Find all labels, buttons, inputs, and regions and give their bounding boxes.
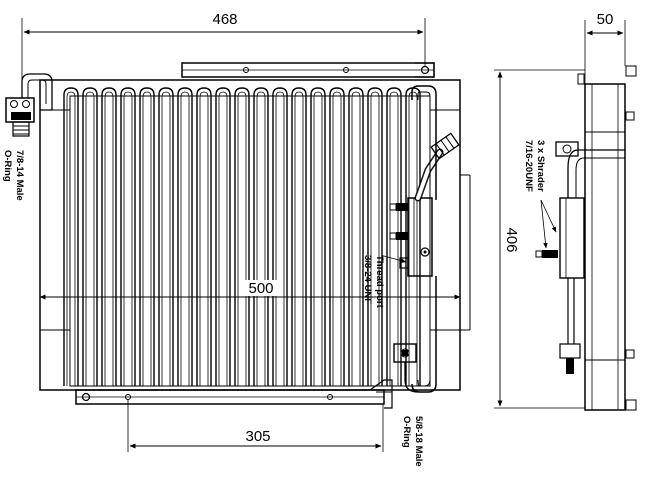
tube-loop xyxy=(310,87,326,386)
tube-loop xyxy=(120,87,136,386)
dimension-50-label: 50 xyxy=(597,11,614,28)
dimension-468-label: 468 xyxy=(212,11,237,28)
svg-text:5/8-18 Male: 5/8-18 Male xyxy=(413,416,424,467)
tube-loop xyxy=(63,87,79,386)
tube-loop-inner xyxy=(180,91,190,386)
svg-text:3 x Shrader: 3 x Shrader xyxy=(535,140,546,192)
side-view-drier xyxy=(535,141,625,374)
tube-loop-inner xyxy=(66,91,76,386)
tube-loop xyxy=(177,87,193,386)
tube-loop-inner xyxy=(351,91,361,386)
tube-loop-inner xyxy=(237,91,247,386)
svg-text:O-Ring: O-Ring xyxy=(401,416,412,448)
tube-loop xyxy=(291,87,307,386)
tube-loop xyxy=(158,87,174,386)
tube-loop-inner xyxy=(161,91,171,386)
tube-loop-inner xyxy=(275,91,285,386)
tube-loop xyxy=(386,87,402,386)
tube-loop xyxy=(82,87,98,386)
svg-text:Thread port: Thread port xyxy=(374,255,385,309)
tube-loop xyxy=(367,87,383,386)
tube-loop xyxy=(215,87,231,386)
top-bracket xyxy=(181,62,435,78)
svg-text:7/16-20UNF: 7/16-20UNF xyxy=(523,140,534,192)
bottom-bracket xyxy=(75,379,393,409)
tube-loop-inner xyxy=(123,91,133,386)
shrader-note: 3 x Shrader 7/16-20UNF xyxy=(523,140,546,192)
tube-loop xyxy=(101,87,117,386)
dimension-height: 406 xyxy=(494,69,585,409)
tube-loop xyxy=(348,87,364,386)
outlet-fitting-note: 5/8-18 Male O-Ring xyxy=(401,416,424,467)
tube-loop xyxy=(253,87,269,386)
schrader-valve xyxy=(389,203,408,211)
tube-loop-inner xyxy=(256,91,266,386)
dimension-305-label: 305 xyxy=(245,428,270,445)
thread-port-note: Thread port 3/8-24 UNF xyxy=(362,255,385,309)
svg-text:7/8-14 Male: 7/8-14 Male xyxy=(14,150,25,201)
inlet-fitting-note: 7/8-14 Male O-Ring xyxy=(2,150,25,201)
dimension-500-label: 500 xyxy=(248,280,273,297)
tube-loop xyxy=(139,87,155,386)
front-view: 468 500 305 7/8-14 Male O-Ring Thread po… xyxy=(2,11,471,467)
tube-loop xyxy=(234,87,250,386)
tube-loop-inner xyxy=(85,91,95,386)
tube-loop xyxy=(329,87,345,386)
tube-loop-inner xyxy=(408,91,418,386)
side-view: 50 406 3 x Shrader 7/16-20UNF xyxy=(494,11,637,411)
tube-loop xyxy=(196,87,212,386)
inlet-fitting xyxy=(5,73,53,137)
outlet-fitting xyxy=(393,343,419,393)
tube-loop-inner xyxy=(389,91,399,386)
tube-loop xyxy=(272,87,288,386)
tube-loop-inner xyxy=(313,91,323,386)
tube-loop-inner xyxy=(294,91,304,386)
tube-loop-inner xyxy=(199,91,209,386)
tube-loop-inner xyxy=(104,91,114,386)
tube-loop-inner xyxy=(332,91,342,386)
dimension-top-width: 468 xyxy=(21,11,426,96)
svg-text:O-Ring: O-Ring xyxy=(2,150,13,182)
svg-text:3/8-24 UNF: 3/8-24 UNF xyxy=(362,255,373,304)
dimension-core-width: 500 xyxy=(39,280,461,300)
schrader-valve xyxy=(389,232,408,240)
dimension-406-label: 406 xyxy=(503,227,520,252)
side-loops xyxy=(411,85,471,393)
tube-loops xyxy=(63,87,421,386)
tube-loop-inner xyxy=(218,91,228,386)
tube-loop-inner xyxy=(142,91,152,386)
dimension-bracket-spacing: 305 xyxy=(127,400,384,452)
tube-loop-inner xyxy=(370,91,380,386)
dimension-depth: 50 xyxy=(584,11,626,84)
